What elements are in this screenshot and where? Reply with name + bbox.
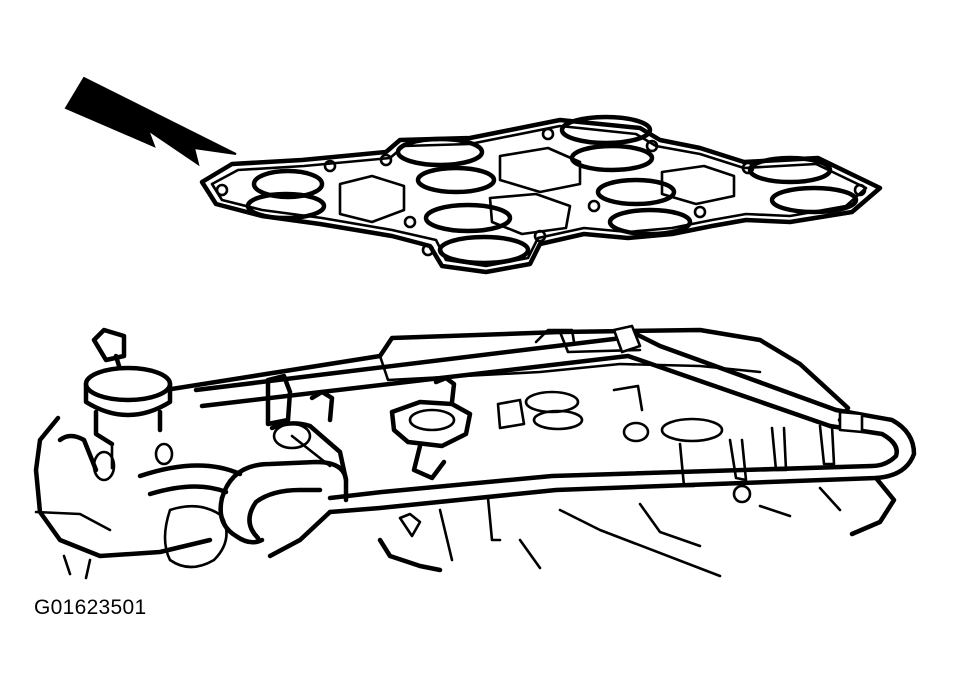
- upper-radiator-hose: [218, 421, 349, 545]
- injector-stubs: [398, 424, 836, 542]
- pointer-arrow: [64, 76, 237, 167]
- figure-id-label: G01623501: [34, 596, 147, 619]
- engine-block-lower: [267, 475, 897, 578]
- engine-block-left: [33, 415, 243, 580]
- intake-manifold-gasket: [199, 114, 883, 275]
- gasket-passages: [338, 146, 736, 236]
- gasket-ports: [245, 114, 859, 266]
- egr-valve: [83, 327, 174, 482]
- upper-rail-line: [193, 324, 917, 515]
- gasket-bolt-holes: [215, 127, 867, 257]
- head-intake-ports: [496, 384, 724, 443]
- engine-assembly: [33, 324, 917, 580]
- water-outlet: [265, 373, 473, 481]
